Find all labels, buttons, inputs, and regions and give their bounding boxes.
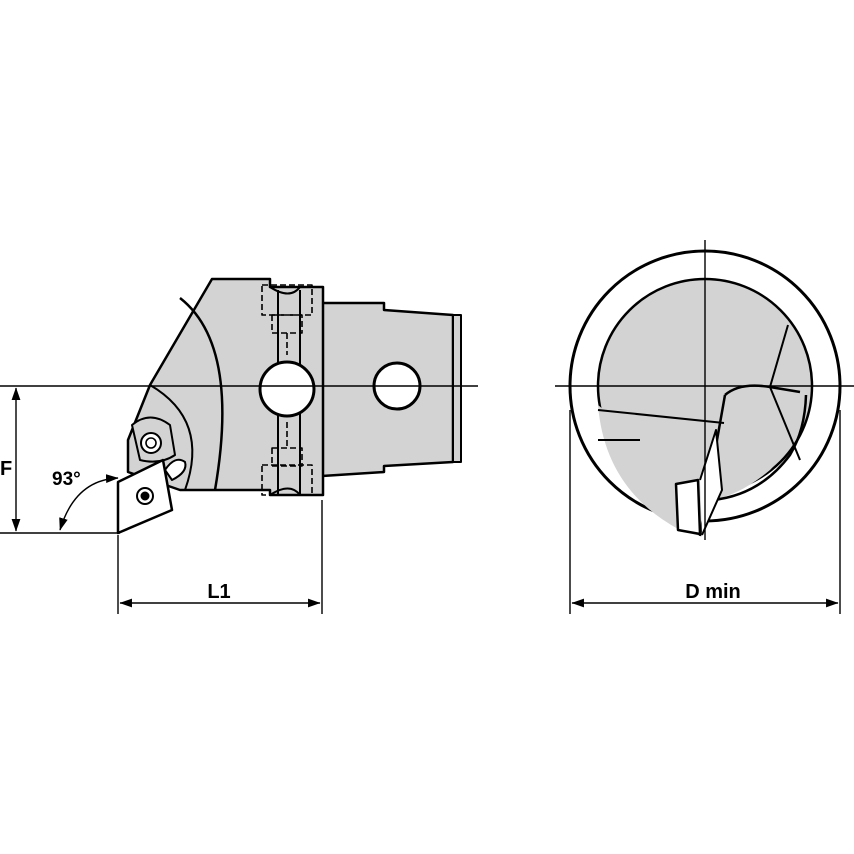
end-view-insert <box>674 478 702 536</box>
insert-screw-socket <box>140 491 150 501</box>
pocket-curve <box>712 394 808 502</box>
dim-l1-label: L1 <box>207 581 230 603</box>
dimension-dmin <box>569 410 841 614</box>
upper-clamp-screw <box>261 284 313 355</box>
clamp-screw-head <box>140 432 162 454</box>
head-slot <box>269 286 301 496</box>
clamp-screw-socket <box>145 437 157 449</box>
side-view <box>116 277 462 535</box>
center-hole <box>258 360 316 418</box>
dimension-f <box>0 387 120 534</box>
dim-dmin-label: D min <box>685 581 741 603</box>
dim-f-label: F <box>0 458 12 480</box>
head-contour-outer <box>179 297 224 491</box>
head-contour-inner <box>149 384 194 491</box>
lower-clamp-screw <box>261 422 313 496</box>
angle-label: 93° <box>52 469 81 490</box>
dimension-angle <box>59 474 119 531</box>
shank-end-ring <box>452 314 462 463</box>
clamp-lever <box>164 458 187 481</box>
facet-lines <box>597 324 801 461</box>
chip-pocket <box>598 385 800 536</box>
dimension-l1 <box>117 500 323 614</box>
end-centerlines <box>555 240 854 540</box>
